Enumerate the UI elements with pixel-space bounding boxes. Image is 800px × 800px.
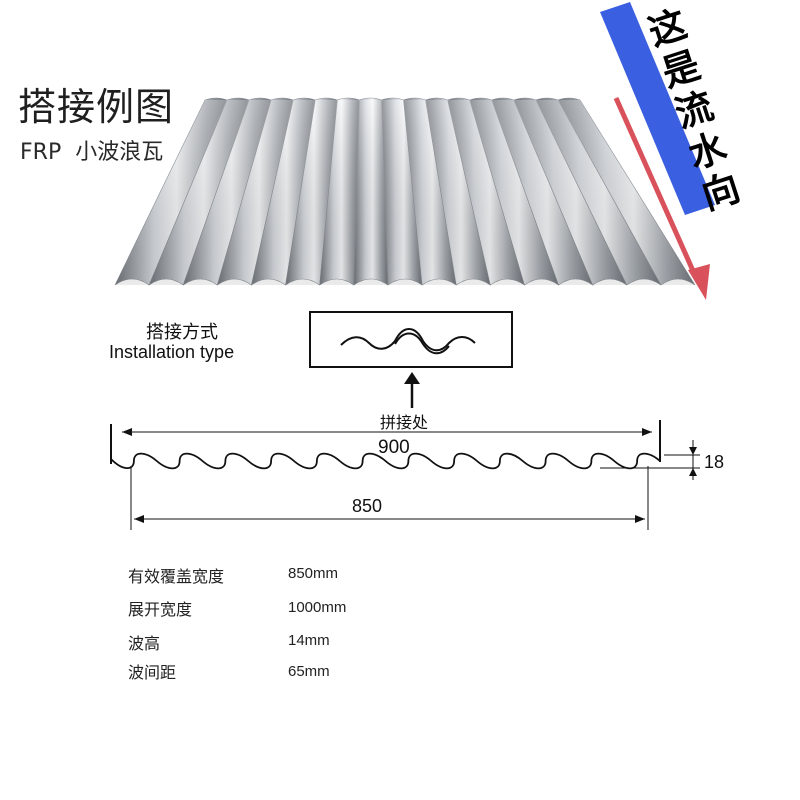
spec-name: 波间距: [128, 663, 177, 682]
corrugated-sheet-illustration: [114, 97, 696, 286]
overlap-profile-icon: [340, 328, 476, 355]
spec-name: 波高: [128, 634, 161, 653]
spec-name: 展开宽度: [128, 600, 193, 619]
flow-blue-band: [600, 2, 715, 215]
flow-arrow-head: [688, 264, 710, 300]
dimension-900-label: 900: [378, 437, 410, 458]
dim-900-arrow-right: [642, 428, 652, 436]
joint-arrow-icon: [404, 372, 420, 408]
installation-overlap-box: [309, 311, 513, 368]
product-subtitle: FRP 小波浪瓦: [20, 140, 164, 165]
spec-value: 65mm: [288, 663, 330, 680]
dimension-18-label: 18: [704, 452, 725, 472]
spec-name: 有效覆盖宽度: [128, 567, 225, 586]
page-title: 搭接例图: [18, 85, 175, 129]
sheet-sheen: [115, 100, 695, 285]
spec-value: 850mm: [288, 565, 339, 582]
dim-18-arrow-top: [689, 447, 697, 455]
dim-850-arrow-right: [635, 515, 645, 523]
joint-label: 拼接处: [380, 413, 429, 432]
spec-value: 14mm: [288, 632, 330, 649]
installation-label-en: Installation type: [109, 342, 235, 362]
dim-900-arrow-left: [122, 428, 132, 436]
spec-value: 1000mm: [288, 599, 347, 616]
dimension-850-label: 850: [352, 496, 383, 516]
flow-arrow-line: [613, 96, 701, 284]
sheet-ridges: [114, 97, 696, 286]
flow-direction-graphic: [600, 2, 715, 300]
dim-850-arrow-left: [134, 515, 144, 523]
dim-18-arrow-bottom: [689, 468, 697, 476]
installation-label-cn: 搭接方式: [146, 322, 218, 343]
